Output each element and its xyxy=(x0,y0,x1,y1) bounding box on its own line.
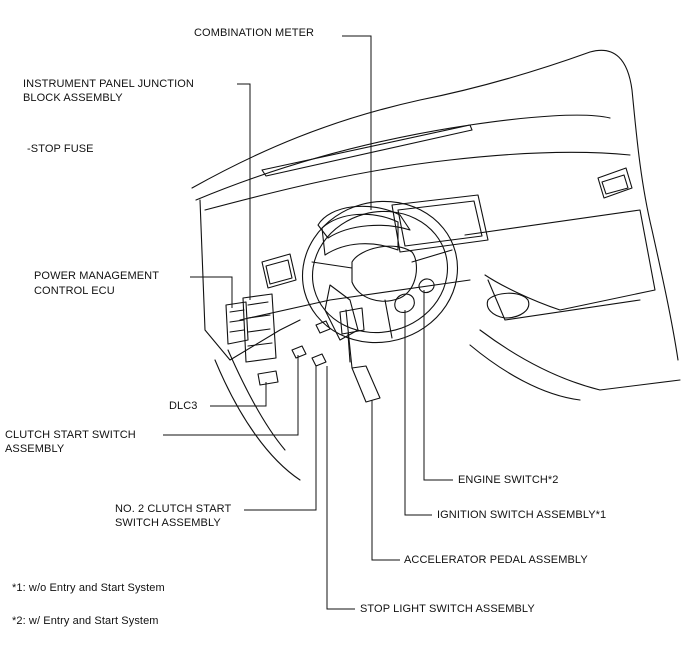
meter-hood xyxy=(317,205,411,239)
no2-clutch-switch xyxy=(315,320,331,334)
lower-dash-line xyxy=(239,279,471,321)
label-clutch-start-line2: ASSEMBLY xyxy=(5,443,65,455)
label-ignition-switch: IGNITION SWITCH ASSEMBLY*1 xyxy=(437,509,607,521)
cupholder xyxy=(486,292,530,319)
accelerator-pedal xyxy=(351,365,381,403)
right-vent xyxy=(597,167,633,199)
label-combination-meter: COMBINATION METER xyxy=(194,27,315,39)
label-power-mgmt-line2: CONTROL ECU xyxy=(34,285,115,297)
brake-pedal-bracket xyxy=(339,307,365,335)
dash-face xyxy=(204,151,631,211)
label-dlc3: DLC3 xyxy=(169,400,198,412)
leader-stop-light xyxy=(326,366,355,610)
left-vent-inner xyxy=(265,259,293,285)
leader-dlc3 xyxy=(210,382,267,407)
meter-cluster xyxy=(321,213,399,256)
console-line xyxy=(479,329,681,391)
label-stop-fuse: -STOP FUSE xyxy=(27,143,94,155)
ignition-switch xyxy=(394,293,415,313)
junction-block xyxy=(242,293,277,363)
left-dash-panel xyxy=(199,199,301,361)
right-vent-inner xyxy=(601,174,629,195)
center-display xyxy=(391,194,489,253)
leader-combination-meter xyxy=(342,35,372,210)
dash-top-outline xyxy=(191,49,679,361)
label-stop-light-switch: STOP LIGHT SWITCH ASSEMBLY xyxy=(360,603,535,615)
glovebox xyxy=(464,209,656,311)
leader-accelerator xyxy=(371,400,400,561)
label-instrument-panel-jb-line2: BLOCK ASSEMBLY xyxy=(23,92,123,104)
label-power-mgmt-line1: POWER MANAGEMENT xyxy=(34,270,160,282)
label-accelerator-pedal: ACCELERATOR PEDAL ASSEMBLY xyxy=(404,554,588,566)
leader-instrument-panel-jb xyxy=(237,83,251,300)
footnote-2: *2: w/ Entry and Start System xyxy=(12,615,159,627)
engine-switch xyxy=(418,278,435,294)
dlc3-connector xyxy=(257,370,279,386)
floor-line-2 xyxy=(227,349,286,451)
junction-block-detail xyxy=(247,301,273,347)
defroster-vent xyxy=(261,124,473,177)
clutch-start-switch xyxy=(291,345,307,359)
center-display-inner xyxy=(397,200,483,247)
stop-light-switch xyxy=(311,353,327,367)
leader-clutch-start xyxy=(163,355,299,436)
label-instrument-panel-jb-line1: INSTRUMENT PANEL JUNCTION xyxy=(23,78,194,90)
label-clutch-start-line1: CLUTCH START SWITCH xyxy=(5,429,136,441)
steering-spoke-right xyxy=(411,249,453,263)
label-no2-clutch-line2: SWITCH ASSEMBLY xyxy=(115,517,221,529)
steering-spoke-bottom xyxy=(384,299,393,339)
leader-power-mgmt xyxy=(190,276,233,308)
dash-upper-edge xyxy=(195,114,611,201)
steering-spoke-left xyxy=(311,261,353,269)
accelerator-arm xyxy=(345,309,353,369)
steering-wheel-outer xyxy=(301,200,459,344)
brake-arm xyxy=(347,333,351,363)
leader-no2-clutch xyxy=(244,365,317,511)
floor-line xyxy=(214,359,301,481)
console-line-2 xyxy=(469,344,581,401)
steering-hub xyxy=(351,245,418,302)
left-vent xyxy=(261,253,297,289)
leader-ignition-switch xyxy=(404,310,432,516)
glovebox-lower xyxy=(487,279,641,321)
label-engine-switch: ENGINE SWITCH*2 xyxy=(458,474,559,486)
leader-engine-switch xyxy=(423,290,453,481)
power-mgmt-ecu-detail xyxy=(229,309,245,333)
label-no2-clutch-line1: NO. 2 CLUTCH START xyxy=(115,503,232,515)
footnote-1: *1: w/o Entry and Start System xyxy=(12,582,165,594)
power-mgmt-ecu xyxy=(225,301,249,345)
